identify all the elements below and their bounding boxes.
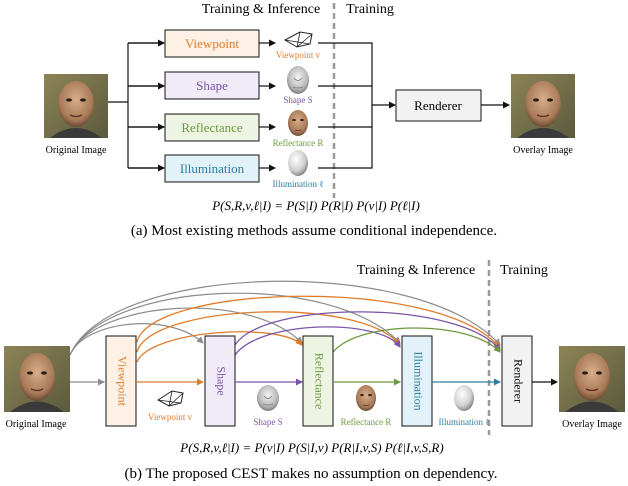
svg-text:Shape: Shape: [196, 78, 228, 93]
svg-text:Renderer: Renderer: [511, 359, 525, 403]
svg-text:Reflectance: Reflectance: [312, 353, 326, 410]
camera-icon: [283, 31, 313, 48]
top-overlay-image: [511, 74, 575, 138]
bottom-output-label: Overlay Image: [562, 419, 622, 430]
top-header-left: Training & Inference: [202, 2, 320, 17]
svg-text:Illumination: Illumination: [411, 351, 425, 410]
bottom-viewpoint-box: Viewpoint: [105, 335, 137, 427]
bottom-illumination-head-icon: [454, 385, 474, 411]
shape-head-icon: [287, 66, 309, 94]
bottom-shape-icon-label: Shape S: [253, 417, 282, 427]
illumination-head-icon: [288, 150, 308, 176]
top-caption: (a) Most existing methods assume conditi…: [131, 223, 497, 239]
bottom-gray-arcs: [69, 280, 501, 356]
reflectance-face-icon: [288, 110, 308, 136]
top-merge-lines: [318, 42, 373, 169]
bottom-header-left: Training & Inference: [357, 263, 475, 278]
top-viewpoint-box: Viewpoint: [164, 29, 260, 58]
top-viewpoint-icon-label: Viewpoint v: [276, 50, 321, 60]
top-illumination-box: Illumination: [164, 154, 260, 183]
bottom-caption: (b) The proposed CEST makes no assumptio…: [125, 466, 498, 482]
top-equation: P(S,R,v,ℓ|I) = P(S|I) P(R|I) P(v|I) P(ℓ|…: [211, 198, 420, 213]
bottom-renderer-box: Renderer: [501, 335, 533, 427]
bottom-reflectance-icon-label: Reflectance R: [341, 417, 392, 427]
top-shape-icon-label: Shape S: [283, 95, 312, 105]
top-header-right: Training: [346, 2, 394, 17]
top-shape-box: Shape: [164, 71, 260, 100]
bottom-input-label: Original Image: [6, 419, 67, 430]
svg-text:Reflectance: Reflectance: [181, 120, 243, 135]
top-illumination-icon-label: Illumination ℓ: [272, 179, 323, 189]
bottom-viewpoint-arcs: [136, 295, 501, 363]
svg-text:Viewpoint: Viewpoint: [185, 36, 239, 51]
bottom-equation: P(S,R,v,ℓ|I) = P(v|I) P(S|I,v) P(R|I,v,S…: [179, 440, 443, 455]
top-output-label: Overlay Image: [513, 145, 573, 156]
top-reflectance-box: Reflectance: [164, 113, 260, 142]
bottom-camera-icon: [157, 390, 184, 407]
svg-text:Illumination: Illumination: [180, 161, 245, 176]
bottom-reflectance-arc: [332, 327, 501, 353]
bottom-shape-box: Shape: [204, 335, 236, 427]
svg-text:Renderer: Renderer: [414, 98, 462, 113]
bottom-shape-head-icon: [257, 385, 279, 411]
bottom-illumination-icon-label: Illumination ℓ: [438, 417, 489, 427]
bottom-viewpoint-icon-label: Viewpoint v: [148, 412, 193, 422]
bottom-reflectance-face-icon: [356, 385, 376, 411]
bottom-reflectance-box: Reflectance: [302, 335, 334, 427]
bottom-overlay-image: [559, 346, 625, 412]
top-renderer-box: Renderer: [395, 89, 482, 122]
bottom-header-right: Training: [500, 263, 548, 278]
top-reflectance-icon-label: Reflectance R: [273, 138, 324, 148]
svg-text:Shape: Shape: [214, 366, 228, 395]
bottom-shape-arcs: [234, 311, 501, 356]
top-original-image: [44, 74, 108, 138]
top-input-branch: [108, 42, 164, 169]
bottom-original-image: [4, 346, 70, 412]
top-input-label: Original Image: [46, 145, 107, 156]
bottom-illumination-box: Illumination: [401, 335, 433, 427]
svg-text:Viewpoint: Viewpoint: [115, 356, 129, 407]
